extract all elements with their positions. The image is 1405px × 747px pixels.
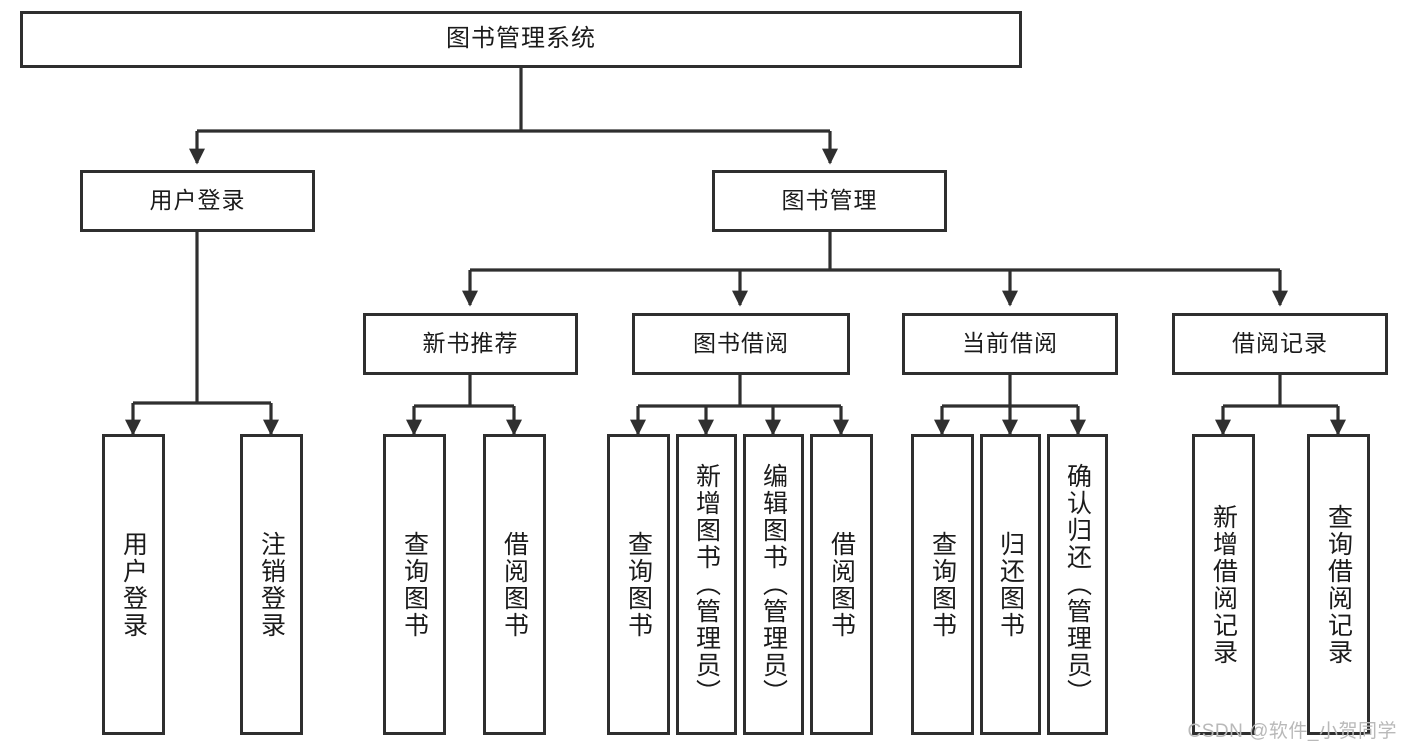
node-label: 查询图书: [624, 530, 653, 639]
node-label: 归还图书: [996, 530, 1025, 639]
node-label: 图书管理系统: [446, 25, 596, 53]
node-label: 图书借阅: [693, 330, 789, 357]
node-label: 编辑图书（管理员）: [759, 463, 788, 706]
node-label: 借阅图书: [500, 530, 529, 639]
node-label: 新增借阅记录: [1209, 503, 1238, 666]
node-root-book-management-system[interactable]: 图书管理系统: [20, 11, 1022, 68]
node-label: 用户登录: [119, 530, 148, 639]
node-label: 当前借阅: [962, 330, 1058, 357]
leaf-borrow-borrow-book[interactable]: 借阅图书: [810, 434, 873, 735]
leaf-borrow-query-book[interactable]: 查询图书: [607, 434, 670, 735]
node-label: 查询借阅记录: [1324, 503, 1353, 666]
node-label: 新增图书（管理员）: [692, 463, 721, 706]
node-label: 确认归还（管理员）: [1063, 463, 1092, 706]
node-label: 用户登录: [149, 187, 246, 214]
node-label: 借阅图书: [827, 530, 856, 639]
node-new-book-recommend[interactable]: 新书推荐: [363, 313, 578, 375]
leaf-newbook-query-book[interactable]: 查询图书: [383, 434, 446, 735]
node-label: 查询图书: [400, 530, 429, 639]
leaf-borrow-add-book-admin[interactable]: 新增图书（管理员）: [676, 434, 737, 735]
watermark: CSDN @软件_小贺同学: [1187, 721, 1397, 742]
node-book-borrow[interactable]: 图书借阅: [632, 313, 850, 375]
node-label: 查询图书: [928, 530, 957, 639]
node-borrow-record[interactable]: 借阅记录: [1172, 313, 1388, 375]
node-user-login[interactable]: 用户登录: [80, 170, 315, 232]
leaf-current-query-book[interactable]: 查询图书: [911, 434, 974, 735]
leaf-borrow-edit-book-admin[interactable]: 编辑图书（管理员）: [743, 434, 804, 735]
leaf-current-confirm-return-admin[interactable]: 确认归还（管理员）: [1047, 434, 1108, 735]
leaf-record-query-record[interactable]: 查询借阅记录: [1307, 434, 1370, 735]
node-label: 注销登录: [257, 530, 286, 639]
leaf-user-logout[interactable]: 注销登录: [240, 434, 303, 735]
leaf-user-login[interactable]: 用户登录: [102, 434, 165, 735]
node-book-management[interactable]: 图书管理: [712, 170, 947, 232]
node-label: 借阅记录: [1232, 330, 1328, 357]
node-current-borrow[interactable]: 当前借阅: [902, 313, 1118, 375]
node-label: 新书推荐: [422, 330, 519, 357]
leaf-record-add-record[interactable]: 新增借阅记录: [1192, 434, 1255, 735]
leaf-current-return-book[interactable]: 归还图书: [980, 434, 1041, 735]
node-label: 图书管理: [781, 187, 878, 214]
leaf-newbook-borrow-book[interactable]: 借阅图书: [483, 434, 546, 735]
